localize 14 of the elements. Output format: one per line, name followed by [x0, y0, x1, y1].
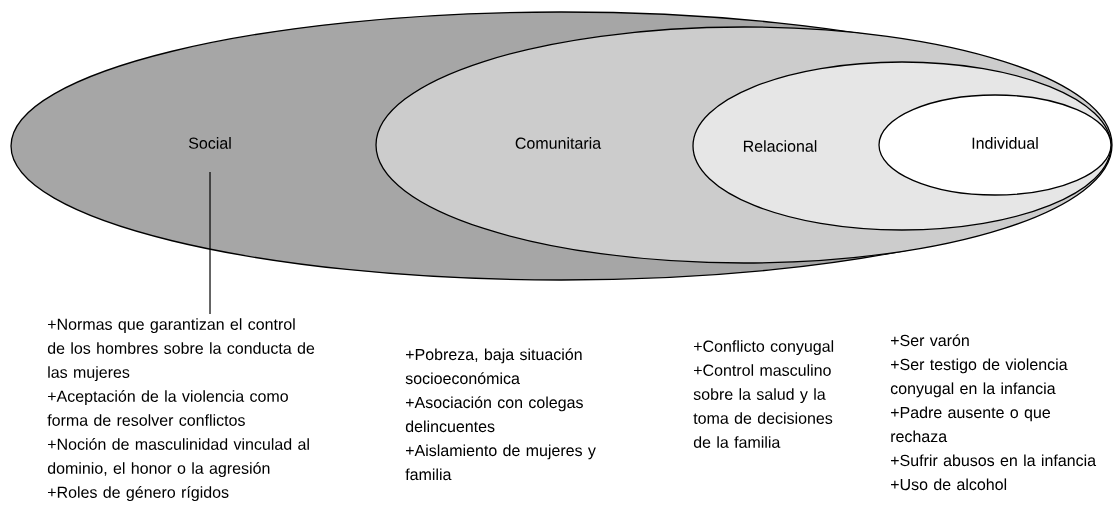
factor-list: +Conflicto conyugal +Control masculino sobre la salud y la toma de decisiones de la familia	[693, 340, 834, 448]
layer-label: Social	[188, 137, 231, 149]
layer-label: Comunitaria	[515, 137, 602, 149]
label: +Ser testigo de violencia conyugal en la infancia	[890, 358, 1068, 398]
layer-label: Individual	[972, 137, 1038, 149]
layer-label: Relacional	[743, 140, 817, 152]
label: +Sufrir abusos en la infancia	[890, 454, 1097, 467]
factor-list: +Ser varón +Ser testigo de violencia conyugal en la infancia +Padre ausente o que rechaza +Sufrir abusos en la infancia +Uso de alcohol	[890, 334, 1097, 491]
label: +Ser varón	[890, 334, 969, 347]
leader-line	[209, 171, 211, 315]
label: +Uso de alcohol	[890, 478, 1007, 491]
factor-list: +Normas que garantizan el control de los hombres sobre la conducta de las mujeres +Aceptación de la violencia como forma de resolver conflictos +Noción de masculinidad vinculad al dominio, el honor o la agresión +Roles de género rígidos	[47, 318, 315, 502]
factor-list: +Pobreza, baja situación socioeconómica +Asociación con colegas delincuentes +Aislamiento de mujeres y familia	[405, 348, 596, 481]
label: +Padre ausente o que rechaza	[890, 406, 1051, 443]
